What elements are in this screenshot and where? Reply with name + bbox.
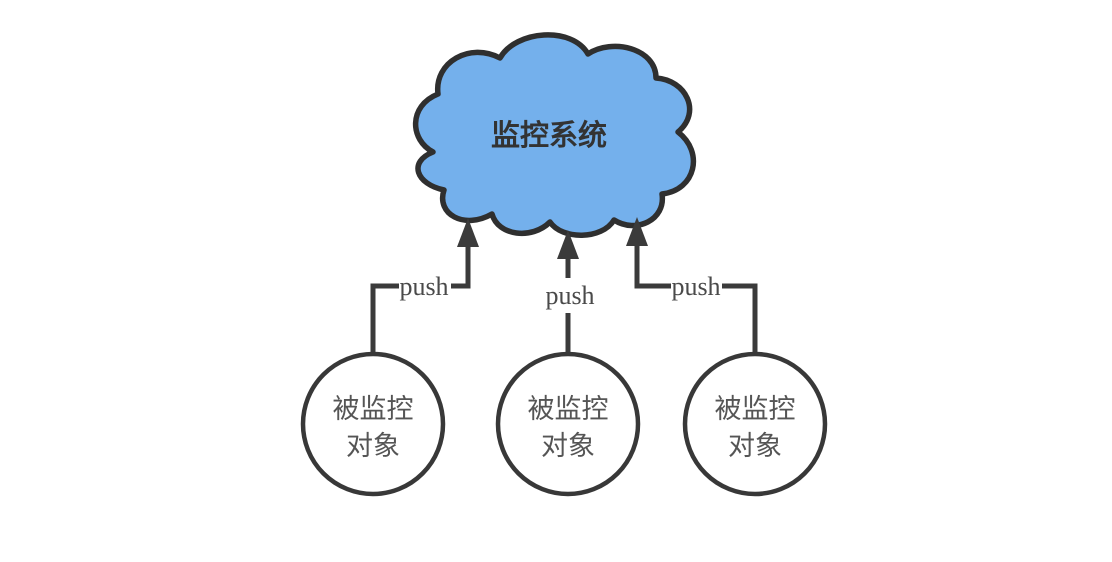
node-circle xyxy=(300,351,446,497)
arrow-up-icon xyxy=(557,230,579,259)
cloud-label: 监控系统 xyxy=(491,118,607,152)
node-label-line1: 被监控 xyxy=(715,394,796,424)
node-label-line2: 对象 xyxy=(728,431,782,461)
node-circle xyxy=(495,351,641,497)
node-label-line2: 对象 xyxy=(346,431,400,461)
node-circle xyxy=(682,351,828,497)
monitoring-system-node: 监控系统 xyxy=(412,32,697,238)
connector-line xyxy=(722,283,758,355)
monitored-node-2: 被监控 对象 xyxy=(495,351,641,497)
monitored-node-3: 被监控 对象 xyxy=(682,351,828,497)
connector-line xyxy=(370,283,399,355)
node-label-line1: 被监控 xyxy=(528,394,609,424)
monitored-node-1: 被监控 对象 xyxy=(300,351,446,497)
push-label: push xyxy=(545,281,594,310)
push-connector-right: push xyxy=(626,217,758,355)
push-label: push xyxy=(671,272,720,301)
arrow-up-icon xyxy=(626,217,648,246)
cloud-icon xyxy=(412,32,697,238)
arrow-up-icon xyxy=(457,218,479,247)
push-connector-left: push xyxy=(370,218,479,355)
push-connector-middle: push xyxy=(545,230,595,355)
push-label: push xyxy=(399,272,448,301)
node-label-line1: 被监控 xyxy=(333,394,414,424)
connector-line xyxy=(451,243,471,289)
connector-line xyxy=(634,244,671,289)
node-label-line2: 对象 xyxy=(541,431,595,461)
